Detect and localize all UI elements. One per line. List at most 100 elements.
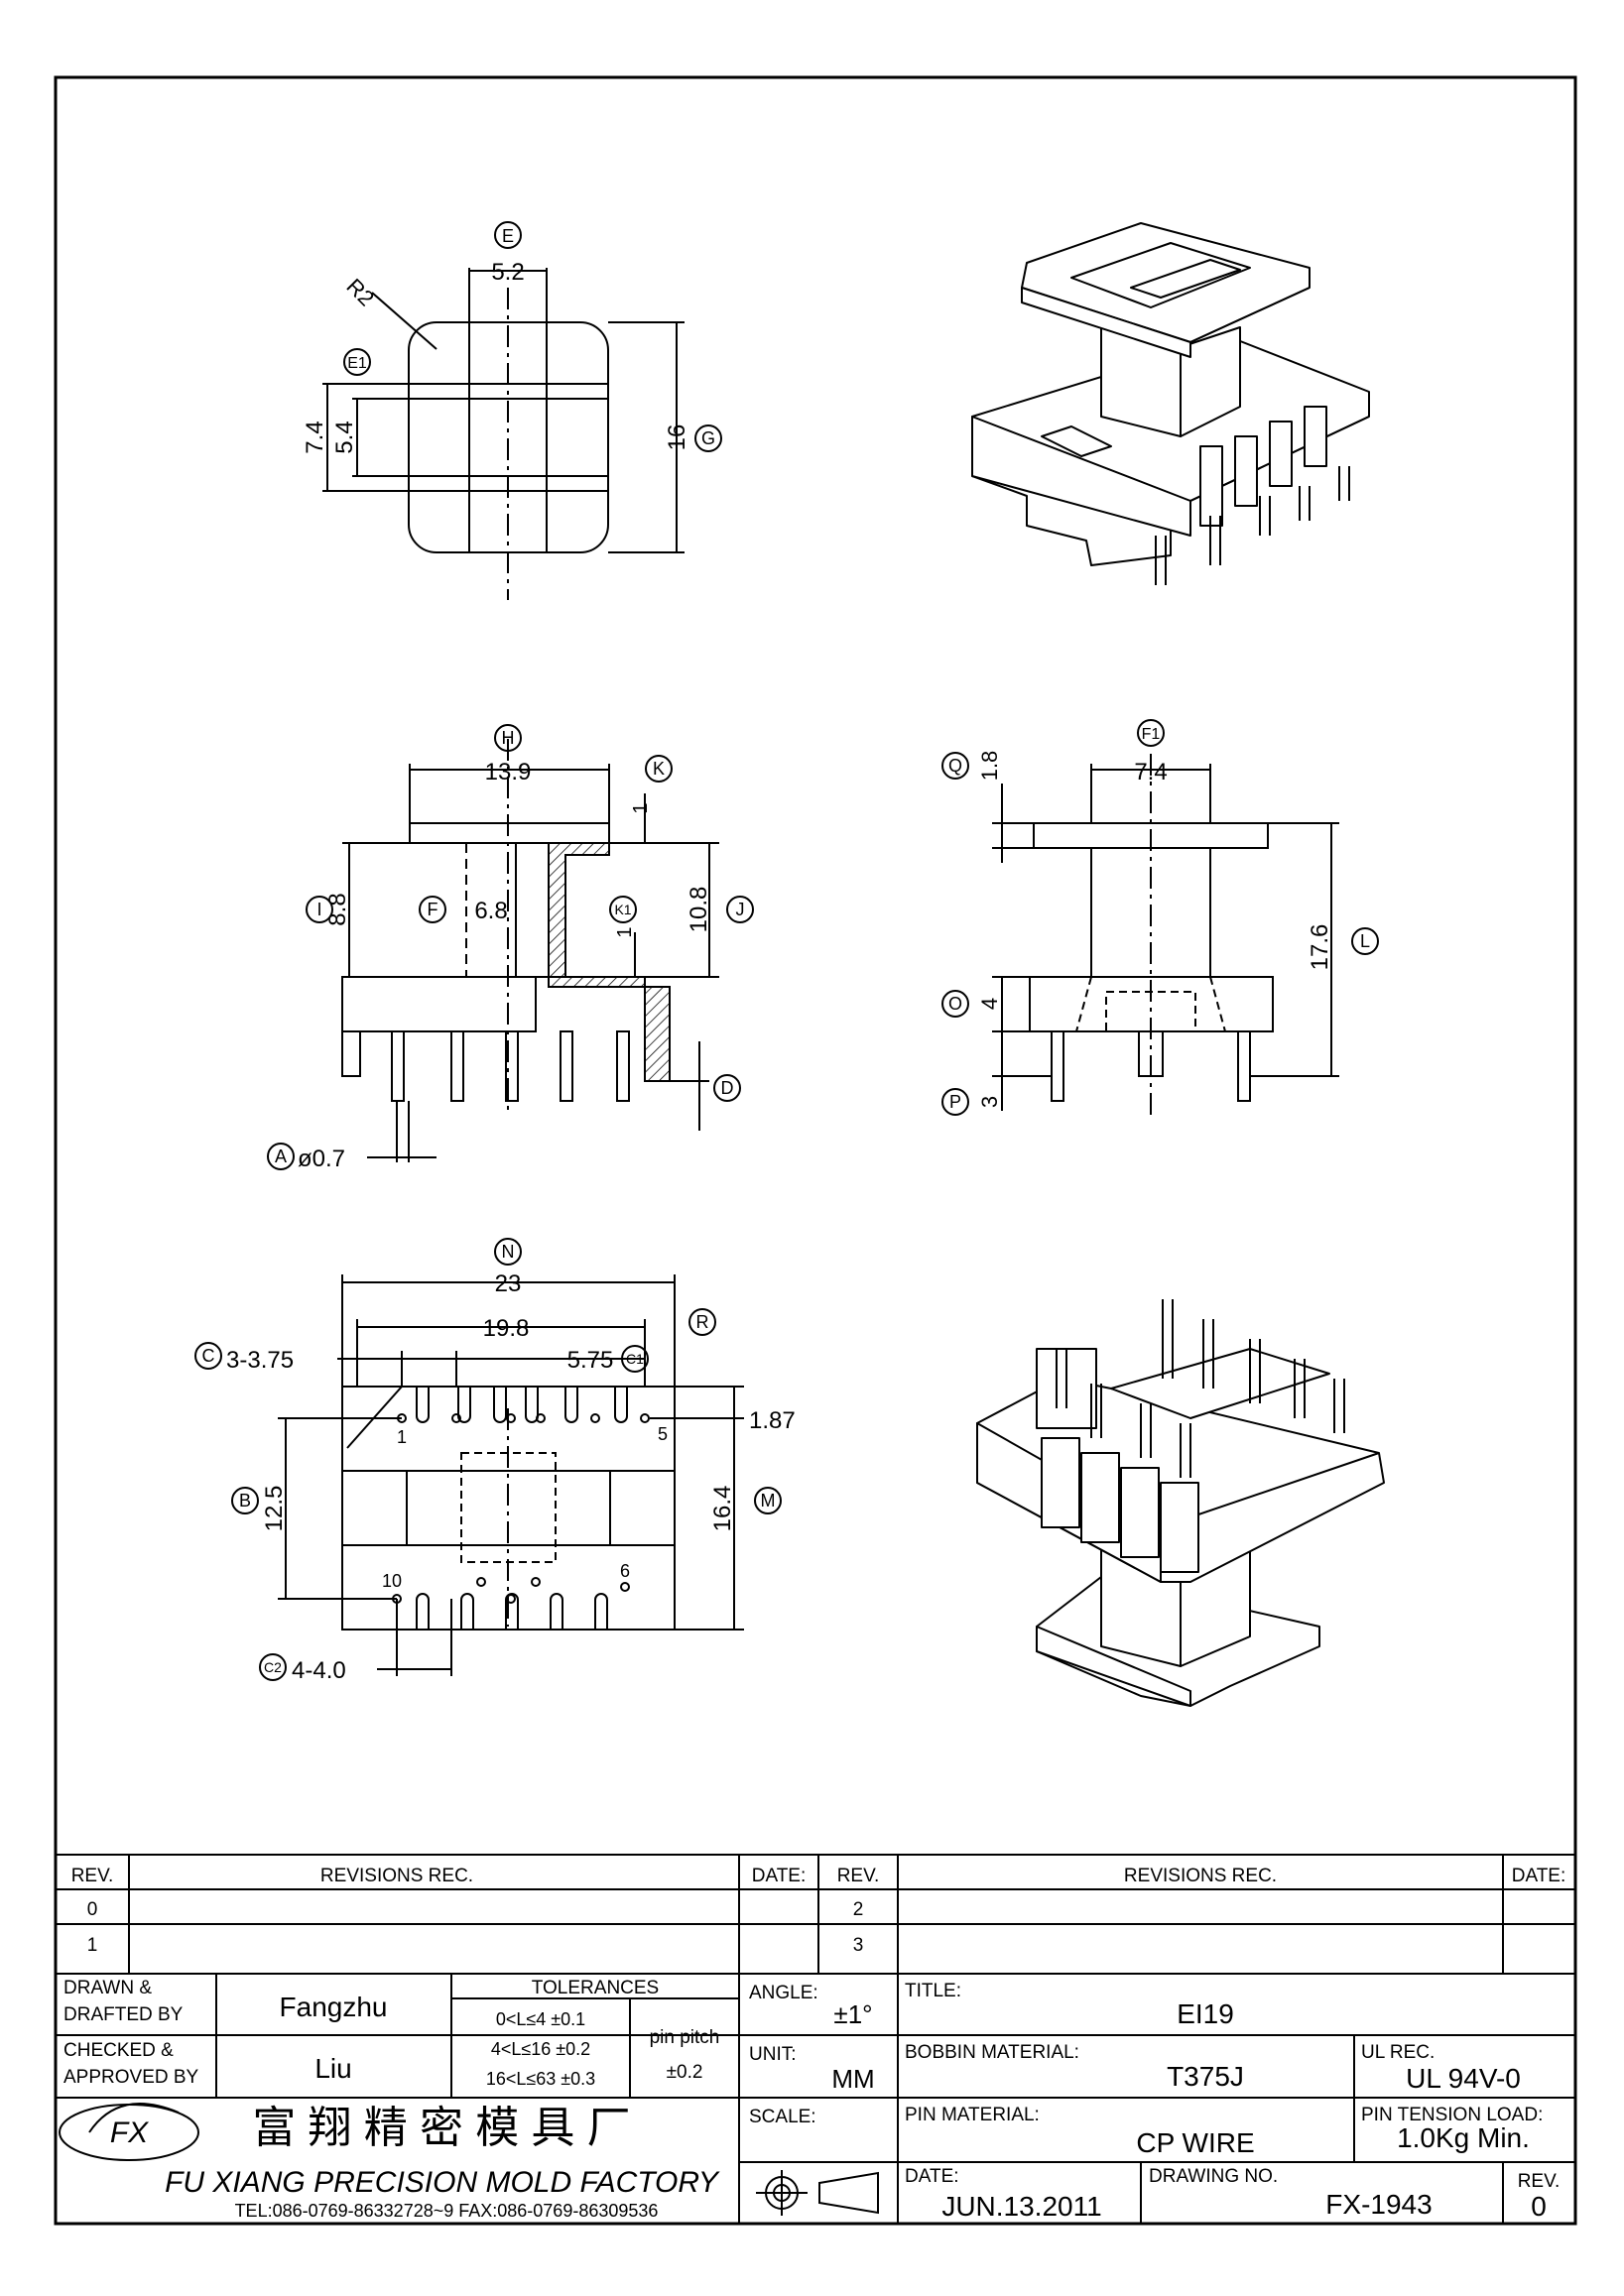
tolerance-2: 4<L≤16 ±0.2 bbox=[491, 2039, 590, 2059]
iso-view-bottom bbox=[976, 1299, 1385, 1707]
pin-material-label: PIN MATERIAL: bbox=[905, 2105, 1040, 2125]
label-f: F bbox=[428, 900, 438, 919]
label-e1: E1 bbox=[347, 355, 367, 372]
drawing-no: FX-1943 bbox=[1325, 2189, 1432, 2220]
dim-k: 1 bbox=[630, 802, 652, 813]
title-block-grid bbox=[56, 1974, 1575, 2224]
dim-q: 1.8 bbox=[977, 751, 1002, 782]
rev-label: REV. bbox=[1518, 2171, 1561, 2192]
label-i: I bbox=[316, 900, 321, 919]
dim-c2: 4-4.0 bbox=[292, 1657, 346, 1684]
angle-value: ±1° bbox=[833, 1999, 872, 2029]
dim-j: 10.8 bbox=[686, 887, 712, 933]
label-l: L bbox=[1360, 931, 1370, 951]
drawn-by: Fangzhu bbox=[280, 1992, 388, 2022]
date-header-left: DATE: bbox=[752, 1866, 807, 1886]
iso-view-top bbox=[971, 222, 1370, 585]
pin-pitch: ±0.2 bbox=[667, 2062, 703, 2083]
rev-value: 0 bbox=[1531, 2191, 1547, 2222]
pin-1: 1 bbox=[397, 1427, 407, 1447]
tolerances-label: TOLERANCES bbox=[532, 1978, 659, 1998]
pin-6: 6 bbox=[620, 1561, 630, 1581]
unit-label: UNIT: bbox=[749, 2044, 797, 2065]
pin-material: CP WIRE bbox=[1136, 2127, 1254, 2158]
pin-pitch-label: pin pitch bbox=[650, 2027, 720, 2048]
label-a: A bbox=[275, 1147, 287, 1166]
rev-row-0: 0 bbox=[87, 1899, 98, 1920]
date-header-right: DATE: bbox=[1512, 1866, 1566, 1886]
revision-table-text: REV. REVISIONS REC. DATE: REV. REVISIONS… bbox=[71, 1866, 1566, 1956]
dim-m: 16.4 bbox=[709, 1486, 736, 1532]
label-c: C bbox=[202, 1346, 215, 1366]
label-o: O bbox=[948, 994, 962, 1014]
label-p: P bbox=[949, 1092, 961, 1112]
pin-tension: 1.0Kg Min. bbox=[1397, 2122, 1530, 2153]
side-view bbox=[267, 724, 754, 1170]
label-j: J bbox=[736, 900, 745, 919]
company-logo-text: FX bbox=[110, 2116, 149, 2149]
checked-label-2: APPROVED BY bbox=[63, 2067, 199, 2088]
label-r: R bbox=[696, 1312, 709, 1332]
label-d: D bbox=[721, 1078, 734, 1098]
pin-5: 5 bbox=[658, 1424, 668, 1444]
dim-h: 13.9 bbox=[485, 759, 532, 785]
dim-i: 8.8 bbox=[324, 893, 351, 925]
rev-row-1: 1 bbox=[87, 1935, 98, 1956]
dim-e1-inner: 5.4 bbox=[331, 421, 358, 453]
scale-label: SCALE: bbox=[749, 2107, 816, 2127]
title-label: TITLE: bbox=[905, 1981, 961, 2001]
drawing-no-label: DRAWING NO. bbox=[1149, 2166, 1278, 2187]
company-contact: TEL:086-0769-86332728~9 FAX:086-0769-863… bbox=[235, 2201, 659, 2221]
company-name-cn: 富 翔 精 密 模 具 厂 bbox=[252, 2104, 630, 2152]
top-view-labels: E 5.2 R2 E1 7.4 5.4 16 G bbox=[302, 226, 715, 454]
rev-row-3: 3 bbox=[853, 1935, 864, 1956]
dim-187: 1.87 bbox=[749, 1407, 796, 1434]
dim-n: 23 bbox=[495, 1270, 522, 1297]
front-view bbox=[941, 719, 1379, 1116]
front-view-labels: F1 7.4 Q 1.8 17.6 L O 4 P 3 bbox=[948, 726, 1370, 1112]
dim-e: 5.2 bbox=[491, 259, 524, 286]
label-c1: C1 bbox=[626, 1351, 644, 1367]
checked-by: Liu bbox=[314, 2053, 351, 2084]
tolerance-3: 16<L≤63 ±0.3 bbox=[486, 2069, 595, 2089]
dim-k1: 1 bbox=[614, 926, 636, 937]
rev-row-2: 2 bbox=[853, 1899, 864, 1920]
sheet-border bbox=[54, 75, 1577, 2226]
dim-f: 6.8 bbox=[474, 898, 507, 924]
dim-c: 3-3.75 bbox=[226, 1347, 294, 1374]
dim-r: 19.8 bbox=[483, 1315, 530, 1342]
label-c2: C2 bbox=[264, 1659, 282, 1675]
dim-g: 16 bbox=[664, 424, 690, 451]
label-g: G bbox=[701, 428, 715, 448]
dim-l: 17.6 bbox=[1307, 924, 1333, 971]
date-label: DATE: bbox=[905, 2166, 959, 2187]
label-m: M bbox=[761, 1491, 776, 1511]
bobbin-material-label: BOBBIN MATERIAL: bbox=[905, 2042, 1079, 2063]
label-k: K bbox=[653, 759, 665, 779]
dim-p: 3 bbox=[977, 1096, 1002, 1108]
dim-c1: 5.75 bbox=[567, 1347, 614, 1374]
ul-rec: UL 94V-0 bbox=[1406, 2063, 1521, 2094]
dim-a: ø0.7 bbox=[298, 1146, 345, 1172]
label-q: Q bbox=[948, 756, 962, 776]
bottom-view-labels: N 23 19.8 R C 3-3.75 5.75 C1 1 5 1.87 B … bbox=[202, 1242, 796, 1684]
pin-tension-label: PIN TENSION LOAD: bbox=[1361, 2105, 1543, 2125]
drawn-label-2: DRAFTED BY bbox=[63, 2004, 184, 2025]
label-f1: F1 bbox=[1142, 726, 1161, 743]
label-k1: K1 bbox=[614, 902, 631, 917]
tolerance-1: 0<L≤4 ±0.1 bbox=[496, 2009, 585, 2029]
revisions-header-right: REVISIONS REC. bbox=[1124, 1866, 1277, 1886]
label-b: B bbox=[239, 1491, 251, 1511]
angle-label: ANGLE: bbox=[749, 1983, 818, 2003]
drawn-label-1: DRAWN & bbox=[63, 1978, 152, 1998]
radius-label: R2 bbox=[342, 274, 380, 311]
bottom-view bbox=[194, 1238, 782, 1681]
label-e: E bbox=[502, 226, 514, 246]
label-n: N bbox=[502, 1242, 515, 1262]
date-value: JUN.13.2011 bbox=[941, 2191, 1101, 2222]
revisions-header-left: REVISIONS REC. bbox=[320, 1866, 473, 1886]
dim-o: 4 bbox=[977, 998, 1002, 1010]
revision-table bbox=[56, 1854, 1575, 1975]
title-value: EI19 bbox=[1177, 1998, 1234, 2029]
